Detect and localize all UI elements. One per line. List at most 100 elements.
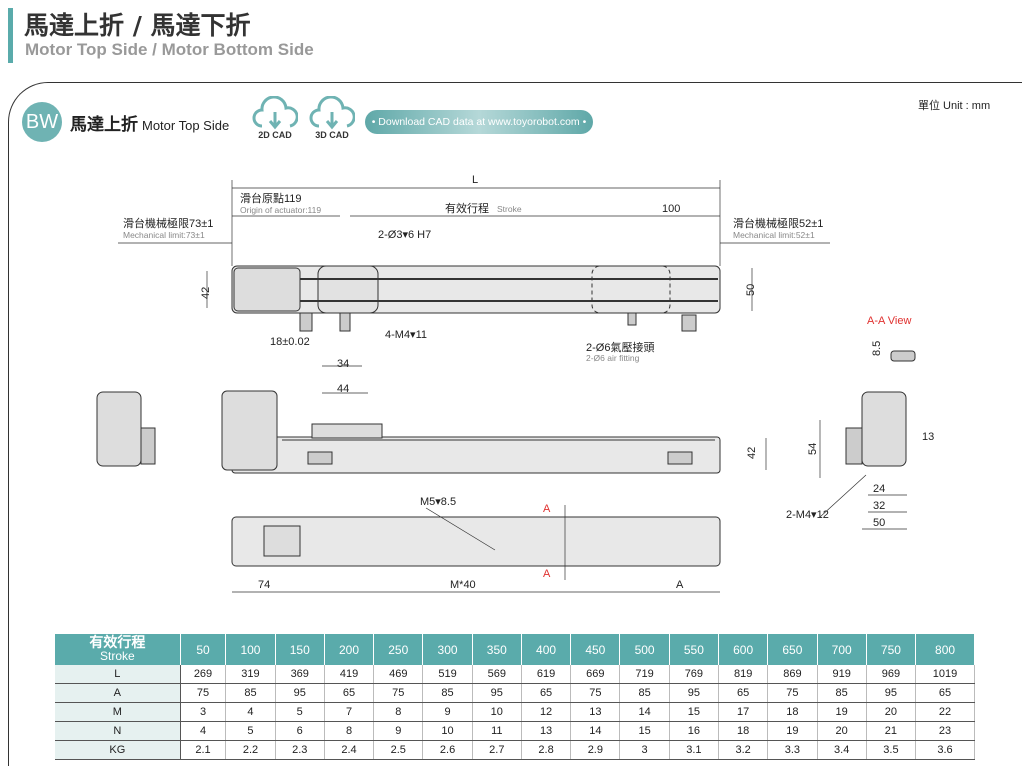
table-cell: 18 [767,702,818,722]
origin-label-en: Origin of actuator:119 [240,205,321,215]
table-cell: 3.6 [915,740,975,760]
table-cell: 85 [422,683,473,703]
pin-hole-label: 2-Ø3▾6 H7 [378,229,431,241]
table-cell: 9 [422,702,473,722]
table-cell: 669 [570,665,621,684]
stroke-col-header: 700 [817,634,867,665]
air-fitting-label-en: 2-Ø6 air fitting [586,353,640,363]
table-cell: 65 [324,683,375,703]
table-cell: 969 [866,665,917,684]
table-cell: 3.1 [669,740,720,760]
table-cell: 20 [817,721,867,741]
table-cell: 819 [718,665,769,684]
cad-2d-label: 2D CAD [258,130,292,140]
stroke-col-header: 600 [718,634,769,665]
table-cell: 519 [422,665,473,684]
row-label: A [55,683,181,703]
left-side-view [96,391,142,467]
cad-3d-button[interactable]: 3D CAD [307,96,357,140]
table-cell: 719 [619,665,670,684]
table-cell: 20 [866,702,917,722]
mech-limit-left-en: Mechanical limit:73±1 [123,230,205,240]
table-cell: 14 [619,702,670,722]
right-side-view [861,391,907,467]
dim-34: 34 [337,358,349,370]
dim-8-5: 8.5 [871,341,883,356]
table-cell: 85 [225,683,276,703]
table-cell: 769 [669,665,720,684]
table-cell: 8 [373,702,424,722]
table-cell: 18 [718,721,769,741]
table-cell: 9 [373,721,424,741]
section-a-bottom: A [543,568,551,580]
stroke-col-header: 150 [275,634,325,665]
section-title-en: Motor Top Side [142,118,230,133]
dim-32: 32 [873,500,885,512]
table-cell: 17 [718,702,769,722]
aa-section [890,350,916,362]
table-cell: 75 [180,683,227,703]
stroke-col-header: 50 [180,634,227,665]
content-panel [8,82,1022,766]
stroke-col-header: 450 [570,634,621,665]
dim-44: 44 [337,383,349,395]
stroke-label: 有效行程 [445,201,489,215]
title-accent-bar [8,8,13,63]
air-fitting-label: 2-Ø6氣壓接頭 [586,340,654,354]
table-cell: 3.3 [767,740,818,760]
table-cell: 319 [225,665,276,684]
table-cell: 5 [225,721,276,741]
dim-A: A [676,579,684,591]
aa-view-label: A-A View [867,315,911,327]
cad-2d-button[interactable]: 2D CAD [250,96,300,140]
stroke-col-header: 550 [669,634,720,665]
dim-L: L [472,174,478,186]
table-cell: 19 [767,721,818,741]
dim-42-front: 42 [746,447,758,459]
stroke-label-en: Stroke [497,204,522,214]
table-cell: 14 [570,721,621,741]
page-title: 馬達上折 / 馬達下折 [24,11,251,40]
table-cell: 13 [521,721,572,741]
table-cell: 2.7 [472,740,522,760]
table-cell: 2.8 [521,740,572,760]
table-cell: 2.1 [180,740,227,760]
table-cell: 85 [817,683,867,703]
table-cell: 75 [767,683,818,703]
table-cell: 10 [422,721,473,741]
m5-label: M5▾8.5 [420,496,456,508]
table-cell: 10 [472,702,522,722]
top-view-motor [233,267,301,312]
mech-limit-left: 滑台機械極限73±1 [123,216,213,230]
table-cell: 2.9 [570,740,621,760]
row-label: L [55,665,181,684]
table-cell: 16 [669,721,720,741]
mech-limit-right-en: Mechanical limit:52±1 [733,230,815,240]
download-cad-link[interactable]: • Download CAD data at www.toyorobot.com… [365,110,593,134]
table-cell: 3.5 [866,740,917,760]
table-cell: 3.4 [817,740,867,760]
stroke-col-header: 800 [915,634,975,665]
table-cell: 8 [324,721,375,741]
stroke-col-header: 750 [866,634,917,665]
table-cell: 15 [619,721,670,741]
table-cell: 12 [521,702,572,722]
table-cell: 95 [275,683,325,703]
stroke-col-header: 200 [324,634,375,665]
table-cell: 2.6 [422,740,473,760]
stroke-col-header: 400 [521,634,572,665]
stroke-col-header: 500 [619,634,670,665]
table-cell: 5 [275,702,325,722]
stroke-col-header: 250 [373,634,424,665]
front-view-motor [221,390,278,471]
table-cell: 2.5 [373,740,424,760]
dim-m40: M*40 [450,579,476,591]
stroke-col-header: 350 [472,634,522,665]
table-cell: 11 [472,721,522,741]
